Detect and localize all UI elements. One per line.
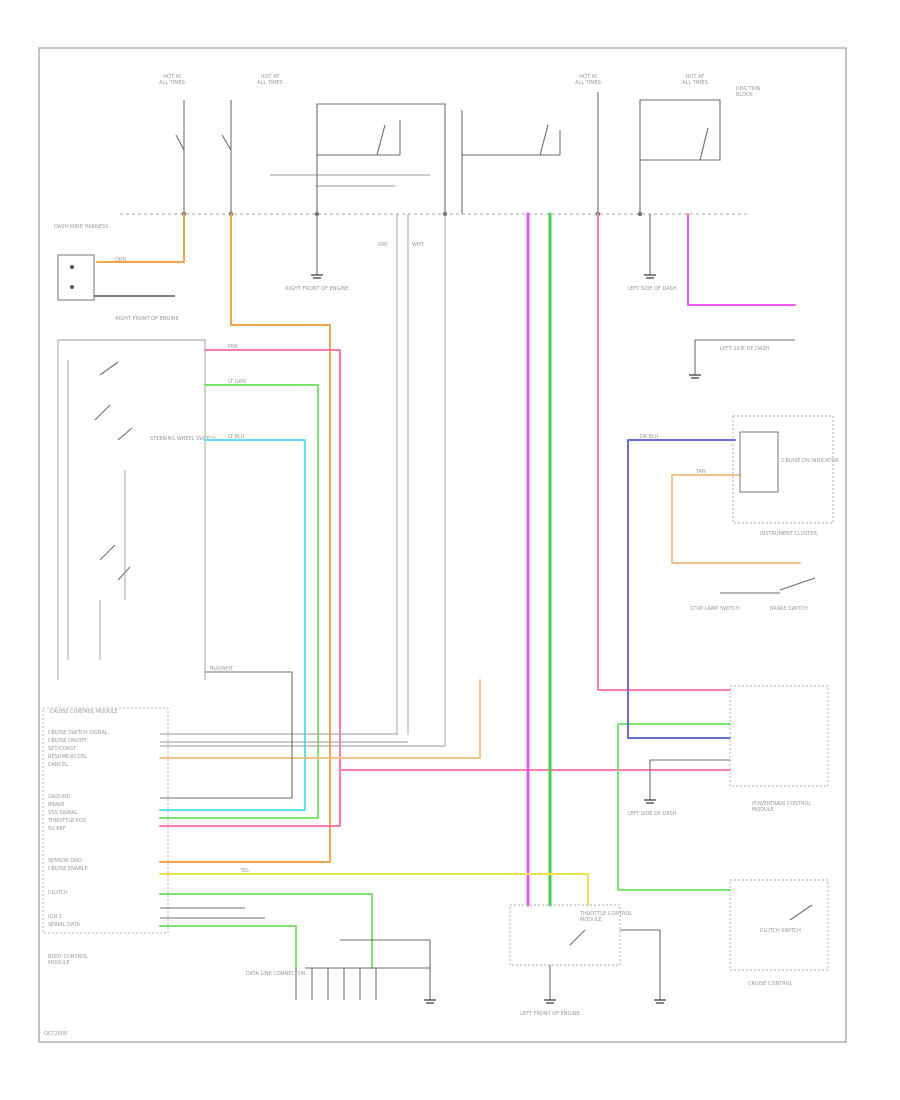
steering-switch-label: STEERING WHEEL SWITCH: [150, 436, 216, 442]
wire-label-blkwht: BLK/WHT: [210, 666, 234, 672]
pin-label-12: CLUTCH: [48, 890, 68, 896]
dash-harness-label: DASH WIRE HARNESS: [54, 224, 108, 230]
ground-label-2: LEFT SIDE OF DASH: [627, 286, 676, 292]
pin-label-11: CRUISE ENABLE: [48, 866, 88, 872]
wire-cyan: LT BLU: [159, 434, 306, 811]
wire-label-ltgrn: LT GRN: [228, 379, 246, 385]
wire-label-orn: ORN: [115, 257, 126, 263]
pin-label-4: CANCEL: [48, 762, 68, 768]
pin-label-5: GROUND: [48, 794, 71, 800]
wire-label-wht: WHT: [412, 242, 425, 248]
pin-label-13: IGN 1: [48, 914, 62, 920]
brake-label: LEFT SIDE OF DASH: [720, 346, 769, 352]
cruise-module-title: CRUISE CONTROL MODULE: [50, 709, 118, 715]
clutch-switch: CLUTCH SWITCH CRUISE CONTROL: [729, 879, 829, 987]
wire-magenta: [526, 212, 796, 907]
wire-peach: TAN: [159, 469, 801, 759]
wire-yellow: YEL: [159, 868, 589, 906]
steering-wheel-switch: STEERING WHEEL SWITCH: [57, 339, 216, 680]
ground-label-1: RIGHT FRONT OF ENGINE: [285, 286, 348, 292]
module-name-label: CRUISE CONTROL: [748, 981, 793, 987]
cruise-module-body: [42, 707, 169, 934]
brake-switch-label: BRAKE SWITCH: [770, 606, 808, 612]
diagram-code: OCT2008: [44, 1031, 67, 1037]
brake-switch: BRAKE SWITCH STOP LAMP SWITCH: [690, 577, 816, 612]
wire-navy: DK BLU: [627, 434, 736, 739]
pin-label-3: RESUME/ACCEL: [48, 754, 87, 760]
pin-label-10: SENSOR GND: [48, 858, 82, 864]
pin-label-2: SET/COAST: [48, 746, 77, 752]
wire-label-ltblu: LT BLU: [228, 434, 245, 440]
dash-harness-connector: DASH WIRE HARNESS RIGHT FRONT OF ENGINE: [54, 224, 179, 322]
right-upper-ground: LEFT SIDE OF DASH: [689, 339, 795, 379]
wire-light-green: LT GRN: [159, 379, 731, 969]
ground-label-5: LEFT FRONT OF ENGINE: [520, 1011, 580, 1017]
ground-label-4: LEFT SIDE OF DASH: [627, 811, 676, 817]
wire-label-yel: YEL: [239, 868, 249, 874]
wire-grays: GRY WHT BLK/WHT: [160, 214, 446, 1000]
top-grounds: RIGHT FRONT OF ENGINE LEFT SIDE OF DASH: [285, 214, 677, 292]
pin-label-9: 5V REF: [48, 826, 66, 832]
pin-label-7: VSS SIGNAL: [48, 810, 78, 816]
data-link-connector: DATA LINK CONNECTOR: [246, 968, 436, 1004]
stop-lamp-switch-label: STOP LAMP SWITCH: [690, 606, 740, 612]
wire-label-dkblu: DK BLU: [640, 434, 659, 440]
pin-label-14: SERIAL DATA: [48, 922, 81, 928]
instrument-cluster-label: INSTRUMENT CLUSTER: [760, 531, 818, 537]
data-link-label: DATA LINK CONNECTOR: [246, 971, 306, 977]
pin-label-8: THROTTLE POS: [47, 818, 86, 824]
wire-pink: PNK: [159, 213, 731, 827]
pin-label-1: CRUISE ON/OFF: [48, 738, 87, 744]
cruise-indicator-label: CRUISE ON INDICATOR: [782, 458, 839, 464]
cruise-control-module: CRUISE CONTROL MODULE CRUISE SWITCH SIGN…: [42, 707, 169, 966]
diagram-border: [38, 47, 847, 1043]
ground-label-3: RIGHT FRONT OF ENGINE: [115, 316, 178, 322]
pin-label-6: BRAKE: [48, 802, 65, 808]
wire-label-tan: TAN: [695, 469, 706, 475]
instrument-cluster: CRUISE ON INDICATOR INSTRUMENT CLUSTER: [732, 415, 839, 537]
pin-label-0: CRUISE SWITCH SIGNAL: [48, 730, 108, 736]
wire-label-gry: GRY: [378, 242, 389, 248]
wire-label-pnk: PNK: [228, 344, 239, 350]
wire-orange: ORN: [96, 213, 331, 863]
clutch-switch-label: CLUTCH SWITCH: [760, 928, 801, 934]
